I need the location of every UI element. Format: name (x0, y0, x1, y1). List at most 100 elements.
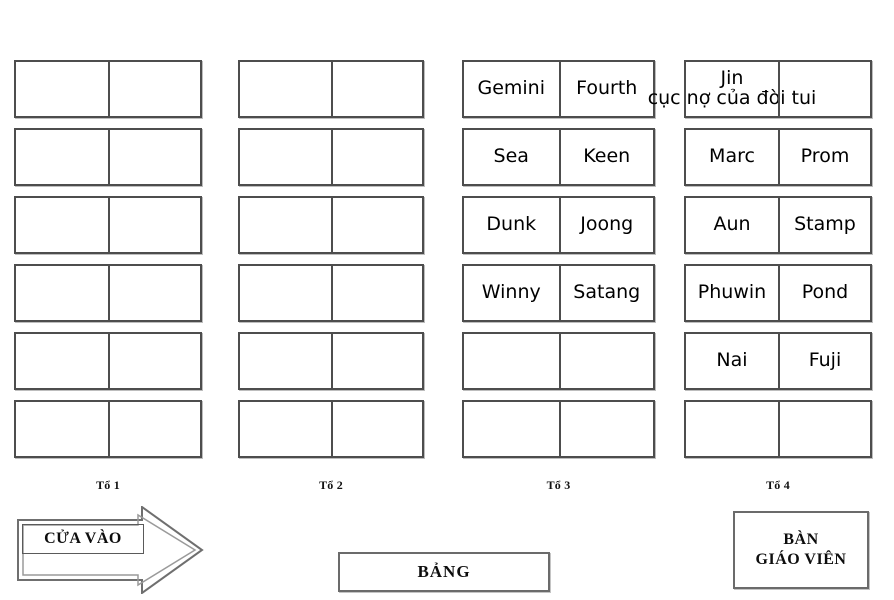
seat-occupied[interactable]: Dunk (464, 198, 559, 252)
seat-empty[interactable] (16, 334, 108, 388)
desk[interactable] (14, 332, 202, 390)
desk[interactable]: Sea Keen (462, 128, 655, 186)
desk[interactable] (14, 60, 202, 118)
seat-empty[interactable] (108, 198, 200, 252)
desk[interactable]: Marc Prom (684, 128, 872, 186)
seat-occupied[interactable]: Marc (686, 130, 778, 184)
seat-empty[interactable] (464, 334, 559, 388)
seat-name: Dunk (486, 213, 537, 236)
seat-empty[interactable] (331, 198, 422, 252)
seat-empty[interactable] (240, 402, 331, 456)
seat-occupied[interactable]: Fourth (558, 62, 654, 116)
seat-empty[interactable] (108, 130, 200, 184)
desk[interactable] (238, 60, 424, 118)
seat-empty[interactable] (331, 402, 422, 456)
desk[interactable]: Phuwin Pond (684, 264, 872, 322)
seat-name: Prom (800, 145, 850, 168)
seat-occupied[interactable]: Sea (464, 130, 559, 184)
seat-empty[interactable] (331, 334, 422, 388)
seat-occupied[interactable]: Joong (558, 198, 654, 252)
desk[interactable] (238, 400, 424, 458)
seat-empty[interactable] (331, 130, 422, 184)
seat-occupied[interactable]: Gemini (464, 62, 559, 116)
seat-name: Nai (716, 349, 748, 372)
seat-occupied[interactable]: Satang (558, 266, 654, 320)
group-label-3: Tổ 3 (546, 478, 571, 492)
seat-name: Sea (493, 145, 529, 168)
seat-occupied[interactable]: Aun (686, 198, 778, 252)
seat-empty[interactable] (16, 130, 108, 184)
seat-name: Fourth (576, 77, 638, 100)
seat-empty[interactable] (240, 62, 331, 116)
seat-empty[interactable] (16, 198, 108, 252)
desk[interactable] (14, 128, 202, 186)
desk[interactable] (462, 400, 655, 458)
seat-name: Aun (713, 213, 751, 236)
seat-name: Fuji (808, 349, 842, 372)
seat-empty[interactable] (108, 62, 200, 116)
seat-empty[interactable] (108, 334, 200, 388)
desk[interactable] (14, 400, 202, 458)
seat-empty[interactable] (558, 334, 654, 388)
desk[interactable] (14, 196, 202, 254)
desk[interactable] (238, 196, 424, 254)
seat-name: Pond (801, 281, 849, 304)
seat-occupied[interactable]: Fuji (778, 334, 870, 388)
seat-name: Stamp (794, 213, 856, 236)
seat-empty[interactable] (778, 402, 870, 456)
entrance-arrow[interactable] (12, 506, 208, 594)
seat-name: Marc (709, 145, 755, 168)
seat-occupied[interactable]: Phuwin (686, 266, 778, 320)
seat-empty[interactable] (108, 402, 200, 456)
seat-name: Jin (720, 67, 744, 90)
desk[interactable]: Winny Satang (462, 264, 655, 322)
seat-empty[interactable] (331, 62, 422, 116)
seat-name: Winny (481, 281, 541, 304)
seat-empty[interactable] (240, 130, 331, 184)
desk[interactable]: Nai Fuji (684, 332, 872, 390)
seat-name: Phuwin (697, 281, 767, 304)
whiteboard[interactable]: BẢNG (338, 552, 550, 592)
seat-name: Joong (580, 213, 634, 236)
seat-name: Satang (573, 281, 641, 304)
seat-empty[interactable] (16, 402, 108, 456)
seat-empty[interactable] (331, 266, 422, 320)
seat-occupied[interactable]: Nai (686, 334, 778, 388)
seat-occupied[interactable]: Prom (778, 130, 870, 184)
desk[interactable] (238, 332, 424, 390)
seat-empty[interactable] (558, 402, 654, 456)
seat-empty[interactable] (108, 266, 200, 320)
seat-name: Gemini (477, 77, 546, 100)
seat-empty[interactable] (686, 402, 778, 456)
seat-occupied[interactable]: Stamp (778, 198, 870, 252)
teacher-desk-line-1: BÀN (783, 531, 819, 548)
seat-empty[interactable] (16, 266, 108, 320)
desk[interactable]: Dunk Joong (462, 196, 655, 254)
seat-name: Keen (583, 145, 631, 168)
desk[interactable]: Aun Stamp (684, 196, 872, 254)
desk[interactable] (14, 264, 202, 322)
seat-empty[interactable] (240, 334, 331, 388)
desk[interactable] (238, 128, 424, 186)
desk[interactable]: Gemini Fourth (462, 60, 655, 118)
seat-caption: cục nợ của đời tui (647, 87, 817, 109)
seat-empty[interactable] (464, 402, 559, 456)
teacher-desk[interactable]: BÀN GIÁO VIÊN (733, 511, 869, 589)
seat-empty[interactable] (778, 62, 870, 116)
group-label-2: Tổ 2 (319, 478, 343, 492)
seat-occupied[interactable]: Keen (558, 130, 654, 184)
desk[interactable] (684, 400, 872, 458)
teacher-desk-line-2: GIÁO VIÊN (755, 551, 847, 568)
group-label-4: Tổ 4 (766, 478, 790, 492)
seat-empty[interactable] (240, 266, 331, 320)
desk[interactable] (462, 332, 655, 390)
seat-occupied[interactable]: Winny (464, 266, 559, 320)
seat-occupied[interactable]: Pond (778, 266, 870, 320)
entrance-label: CỬA VÀO (22, 524, 144, 554)
seat-empty[interactable] (16, 62, 108, 116)
seat-empty[interactable] (240, 198, 331, 252)
right-arrow-icon (17, 506, 204, 594)
desk[interactable] (238, 264, 424, 322)
